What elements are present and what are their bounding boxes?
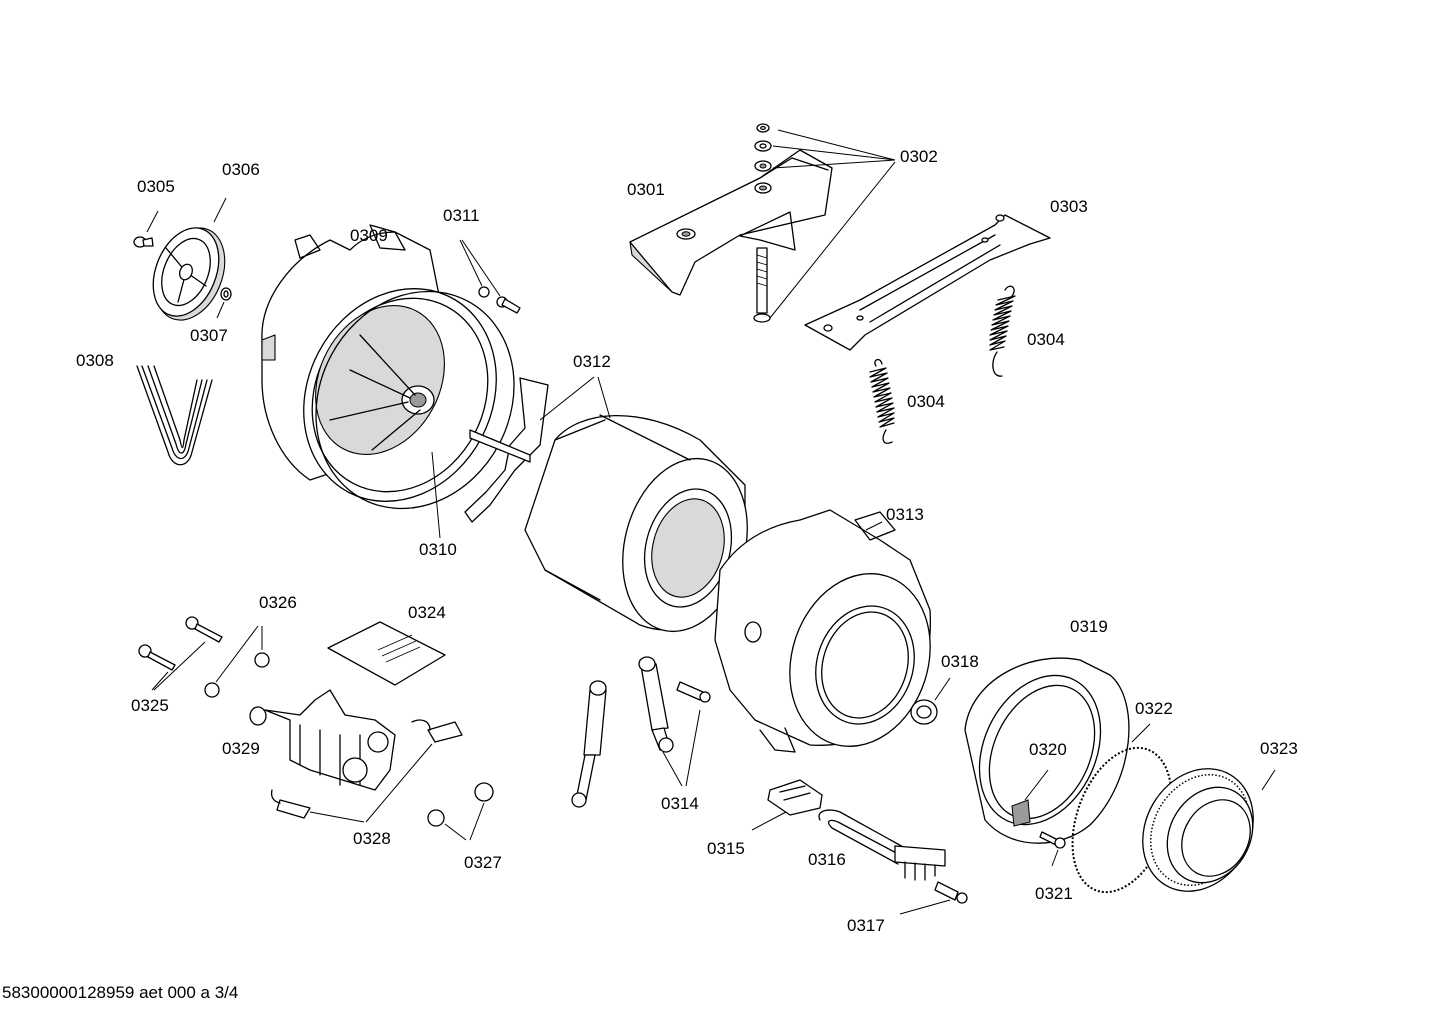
label-0310: 0310 — [419, 540, 457, 559]
part-0301-bracket — [629, 149, 833, 296]
label-0307: 0307 — [190, 326, 228, 345]
part-0302-fasteners — [753, 123, 896, 323]
label-0301: 0301 — [627, 180, 665, 199]
label-0314: 0314 — [661, 794, 699, 813]
part-0318-seal — [910, 677, 951, 725]
part-0323-door-seal — [1142, 768, 1276, 892]
part-0328-sensor — [270, 719, 463, 823]
label-0319: 0319 — [1070, 617, 1108, 636]
part-0305-screw — [133, 210, 159, 248]
label-0304-upper: 0304 — [1027, 330, 1065, 349]
label-0328: 0328 — [353, 829, 391, 848]
label-0303: 0303 — [1050, 197, 1088, 216]
part-0319-door-frame — [964, 657, 1130, 844]
label-0327: 0327 — [464, 853, 502, 872]
label-0304-lower: 0304 — [907, 392, 945, 411]
label-0329: 0329 — [222, 739, 260, 758]
label-0316: 0316 — [808, 850, 846, 869]
part-0321-screw — [1039, 831, 1066, 867]
part-0309-rear-tub — [261, 224, 497, 502]
label-0309: 0309 — [350, 226, 388, 245]
label-0306: 0306 — [222, 160, 260, 179]
label-0323: 0323 — [1260, 739, 1298, 758]
part-0304-spring-lower — [869, 358, 895, 444]
label-0305: 0305 — [137, 177, 175, 196]
part-0311-fasteners — [459, 239, 521, 314]
part-0312-drum — [464, 376, 748, 633]
part-0308-belt — [136, 365, 213, 466]
part-0317-sensor — [899, 881, 968, 915]
label-0311: 0311 — [443, 206, 480, 225]
label-0317: 0317 — [847, 916, 885, 935]
label-0322: 0322 — [1135, 699, 1173, 718]
label-0315: 0315 — [707, 839, 745, 858]
label-0302: 0302 — [900, 147, 938, 166]
part-0303-crossbar — [804, 214, 1051, 351]
document-id-footer: 58300000128959 aet 000 a 3/4 — [2, 983, 239, 1002]
part-0324-sheet — [327, 621, 446, 686]
part-0315-clip — [751, 779, 823, 831]
part-0306-pulley — [152, 197, 227, 321]
part-0329-motor — [249, 689, 396, 791]
part-0307-nut — [216, 287, 232, 319]
part-0304-spring-upper — [989, 285, 1016, 377]
part-0313-front-tub — [714, 509, 932, 753]
part-0325-screws — [138, 616, 223, 691]
part-0326-grommets — [204, 625, 270, 698]
part-0314-shock-absorbers — [571, 656, 711, 808]
part-0327-bushings — [427, 782, 494, 841]
part-0316-heater — [818, 809, 946, 881]
label-0313: 0313 — [886, 505, 924, 524]
label-0308: 0308 — [76, 351, 114, 370]
label-0325: 0325 — [131, 696, 169, 715]
label-0324: 0324 — [408, 603, 446, 622]
label-0326: 0326 — [259, 593, 297, 612]
label-0318: 0318 — [941, 652, 979, 671]
part-0320-latch — [1011, 769, 1049, 827]
label-0321: 0321 — [1035, 884, 1073, 903]
label-0312: 0312 — [573, 352, 611, 371]
label-0320: 0320 — [1029, 740, 1067, 759]
